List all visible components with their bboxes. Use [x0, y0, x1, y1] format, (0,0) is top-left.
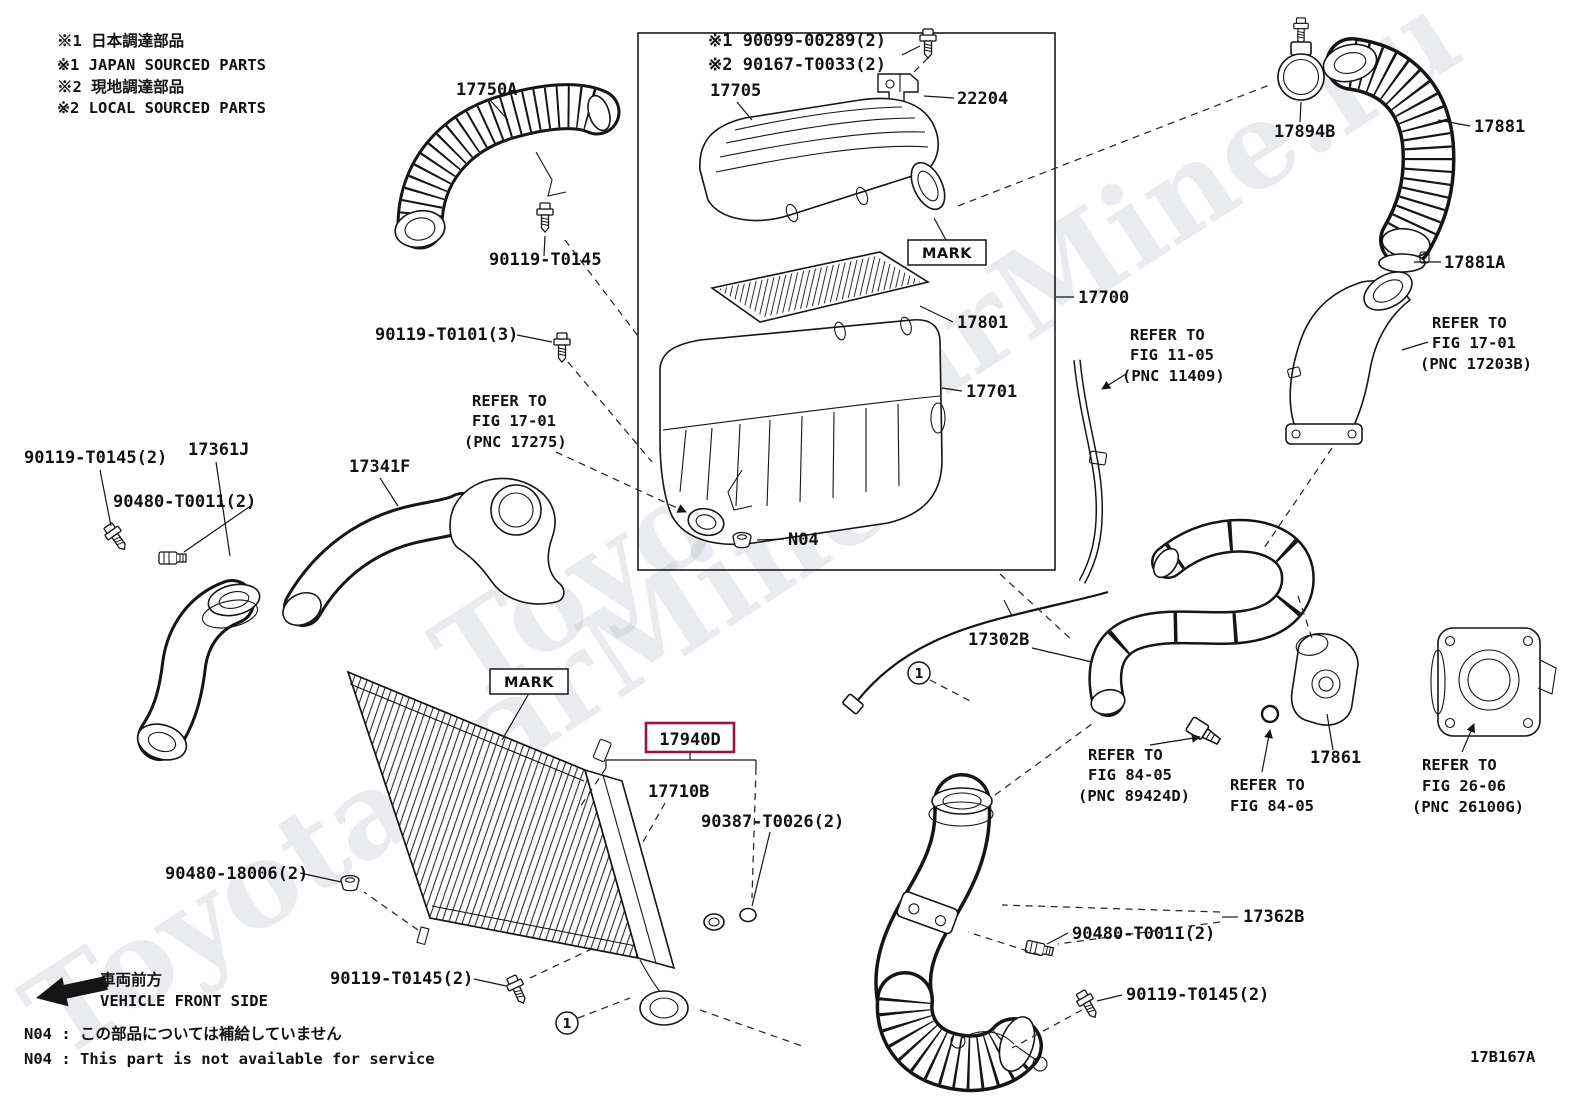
refer-note-fig-11-05: REFER TO FIG 11-05 (PNC 11409)	[1122, 326, 1225, 385]
service-note-en: N04 : This part is not available for ser…	[24, 1050, 435, 1068]
fig-text: FIG 17-01	[1432, 334, 1516, 352]
part-label-17362B: 17362B	[1243, 907, 1304, 927]
air-cleaner-cap-17705-drawing	[699, 97, 946, 223]
part-label-17710B: 17710B	[648, 782, 709, 802]
hose-17341F-drawing	[282, 477, 565, 627]
part-label-17361J: 17361J	[188, 440, 249, 460]
refer-to-text: REFER TO	[1230, 776, 1305, 794]
vehicle-front-jp: 車両前方	[100, 970, 162, 989]
part-label-90099-00289: ※1 90099-00289(2)	[708, 31, 886, 51]
refer-to-text: REFER TO	[472, 392, 547, 410]
part-label-17341F: 17341F	[349, 457, 410, 477]
filter-element-17801-drawing	[710, 251, 931, 323]
callout-number: 1	[914, 667, 923, 682]
mark-label-lower: MARK	[504, 675, 554, 691]
air-cleaner-assembly-box	[637, 32, 1056, 571]
throttle-body-drawing	[1430, 627, 1557, 737]
part-label-17801: 17801	[957, 313, 1008, 333]
part-label-17701: 17701	[966, 382, 1017, 402]
fastener-screws	[553, 332, 571, 363]
callout-number: 1	[562, 1017, 571, 1032]
highlighted-part-box: 17940D	[644, 721, 736, 754]
maf-sensor-22204-drawing	[877, 28, 937, 110]
fig-text: FIG 11-05	[1130, 346, 1214, 364]
pnc-text: (PNC 17275)	[464, 433, 567, 451]
vacuum-hose-11409-drawing	[1073, 359, 1108, 584]
vehicle-front-arrow	[36, 976, 108, 1007]
part-label-90119-T0145-bottom-right: 90119-T0145(2)	[1126, 985, 1269, 1005]
refer-note-fig-84-05-a: REFER TO FIG 84-05 (PNC 89424D)	[1078, 746, 1190, 805]
part-label-90167-T0033: ※2 90167-T0033(2)	[708, 55, 886, 75]
refer-to-text: REFER TO	[1130, 326, 1205, 344]
refer-to-text: REFER TO	[1088, 746, 1163, 764]
refer-note-fig-17-01-right: REFER TO FIG 17-01 (PNC 17203B)	[1420, 314, 1532, 373]
part-label-N04: N04	[788, 530, 819, 550]
part-label-90119-T0145-left: 90119-T0145(2)	[24, 448, 167, 468]
pnc-text: (PNC 89424D)	[1078, 787, 1190, 805]
part-label-90119-T0145: 90119-T0145	[489, 250, 602, 270]
air-duct-17203B-drawing	[1285, 271, 1413, 445]
legend-jp2: ※2 現地調達部品	[57, 77, 184, 96]
mark-box-upper: MARK	[907, 239, 987, 266]
part-label-90387-T0026: 90387-T0026(2)	[701, 812, 844, 832]
refer-note-fig-26-06: REFER TO FIG 26-06 (PNC 26100G)	[1412, 756, 1524, 816]
part-label-90480-18006: 90480-18006(2)	[165, 864, 308, 884]
part-label-22204: 22204	[957, 89, 1008, 109]
refer-to-text: REFER TO	[1422, 756, 1497, 774]
intercooler-17710B-drawing	[340, 670, 757, 1026]
water-outlet-17861-drawing	[1185, 632, 1359, 746]
part-label-17940D: 17940D	[659, 730, 720, 750]
dashed-assembly-lines	[363, 57, 1333, 1049]
legend: ※1 日本調達部品 ※1 JAPAN SOURCED PARTS ※2 現地調達…	[57, 31, 266, 117]
hose-clamp-17894B-drawing	[1277, 17, 1325, 101]
part-label-17861: 17861	[1310, 748, 1361, 768]
legend-jp1: ※1 日本調達部品	[57, 31, 184, 50]
part-label-90119-T0145-bottom-left: 90119-T0145(2)	[330, 969, 473, 989]
fig-text: FIG 84-05	[1230, 797, 1314, 815]
callout-1-pipe: 1	[907, 661, 931, 685]
fig-text: FIG 84-05	[1088, 766, 1172, 784]
air-cleaner-case-17701-drawing	[659, 316, 946, 549]
legend-en2: ※2 LOCAL SOURCED PARTS	[57, 99, 266, 117]
refer-note-fig-84-05-b: REFER TO FIG 84-05	[1230, 776, 1314, 815]
diagram-code: 17B167A	[1470, 1048, 1536, 1066]
part-label-90480-T0011-left: 90480-T0011(2)	[113, 492, 256, 512]
part-label-90119-T0101: 90119-T0101(3)	[375, 325, 518, 345]
air-hose-17881-drawing	[1322, 37, 1456, 267]
leader-lines	[99, 45, 1475, 1002]
air-pipe-17302B-drawing	[1088, 518, 1315, 717]
callout-1-intercooler: 1	[555, 1011, 579, 1035]
mark-label-upper: MARK	[922, 246, 972, 262]
hose-17361J-drawing	[100, 520, 261, 761]
footer: 車両前方 VEHICLE FRONT SIDE N04 : この部品については補…	[24, 970, 1536, 1068]
part-label-17302B: 17302B	[968, 630, 1029, 650]
mark-box-lower: MARK	[489, 668, 569, 695]
refer-to-text: REFER TO	[1432, 314, 1507, 332]
thermo-sensor-89424D-drawing	[1185, 716, 1222, 746]
part-label-17894B: 17894B	[1274, 122, 1335, 142]
grommet-90387-drawing	[703, 913, 725, 931]
service-note-jp: N04 : この部品については補給していません	[24, 1024, 342, 1043]
pnc-text: (PNC 26100G)	[1412, 798, 1524, 816]
part-label-17881: 17881	[1474, 117, 1525, 137]
fig-text: FIG 26-06	[1422, 777, 1506, 795]
part-label-90480-T0011-right: 90480-T0011(2)	[1072, 924, 1215, 944]
o-ring-drawing	[1260, 704, 1280, 724]
air-hose-17750A-drawing	[394, 83, 621, 250]
refer-note-fig-17-01-left: REFER TO FIG 17-01 (PNC 17275)	[464, 392, 567, 451]
part-label-17700: 17700	[1078, 288, 1129, 308]
part-label-17750A: 17750A	[456, 80, 517, 100]
hose-clamp-17881A-drawing	[1378, 251, 1430, 273]
pnc-text: (PNC 17203B)	[1420, 355, 1532, 373]
part-label-17705: 17705	[710, 81, 761, 101]
fig-text: FIG 17-01	[472, 412, 556, 430]
legend-en1: ※1 JAPAN SOURCED PARTS	[57, 56, 266, 74]
part-label-17881A: 17881A	[1444, 253, 1505, 273]
vehicle-front-en: VEHICLE FRONT SIDE	[100, 992, 268, 1010]
pnc-text: (PNC 11409)	[1122, 367, 1225, 385]
sensor-wire-drawing	[842, 590, 1109, 715]
air-duct-17362B-drawing	[874, 773, 1103, 1093]
